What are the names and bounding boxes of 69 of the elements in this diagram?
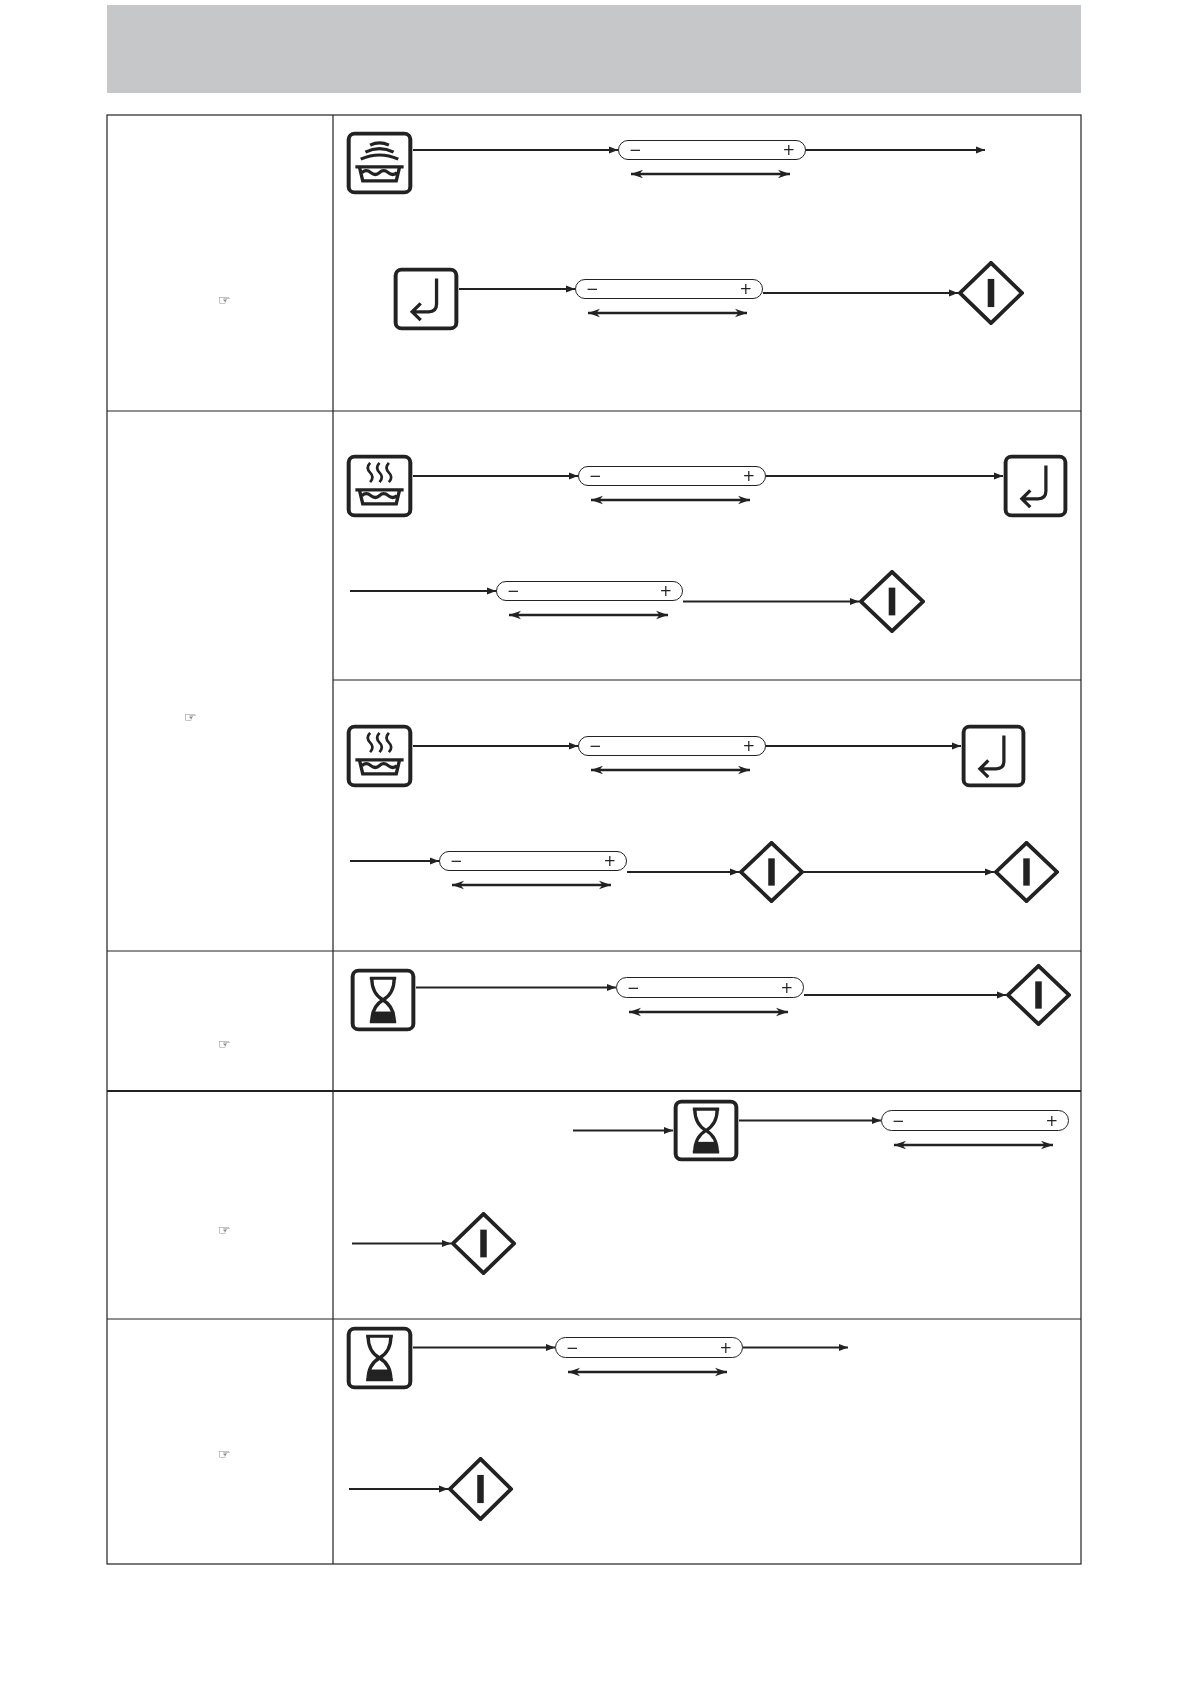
start-button-icon [739,841,804,903]
minus-sign: − [589,738,602,754]
start-button-icon [859,570,925,633]
minus-sign: − [450,853,463,869]
start-button-icon [994,841,1059,903]
minus-sign: − [627,980,640,995]
slider-bar [616,977,804,998]
minus-sign: − [507,583,520,599]
arrow [742,1343,849,1352]
arrow [415,983,617,992]
plus-sign: + [780,980,793,995]
plus-sign: + [603,853,616,869]
minus-sign: − [629,142,642,158]
arrow [412,472,579,480]
minus-sign: − [892,1113,905,1128]
minus-sign: − [566,1340,579,1355]
arrow [626,868,740,876]
start-button-icon [451,1212,516,1275]
dish-steam-icon [346,454,413,518]
slider-bar [575,279,763,299]
plus-sign: + [739,281,752,297]
minus-sign: − [589,468,602,484]
pointer-hand-symbol: ☞ [218,292,231,308]
arrow [412,1343,556,1352]
enter-key-icon [393,267,459,331]
arrow [349,857,440,865]
plus-sign: + [742,738,755,754]
arrow [572,1126,674,1135]
arrow [803,991,1007,999]
start-button-icon [1006,964,1071,1026]
plus-sign: + [719,1340,732,1355]
arrow [349,587,497,595]
slider-bar [618,140,806,160]
minus-sign: − [586,281,599,297]
enter-key-icon [1003,454,1068,518]
slider-bar [881,1110,1069,1131]
plus-sign: + [782,142,795,158]
pointer-hand-symbol: ☞ [218,1446,231,1462]
arrow [803,868,995,876]
arrow [412,146,619,154]
arrow [762,289,959,297]
arrow [765,742,962,750]
arrow [351,1239,452,1248]
pointer-hand-symbol: ☞ [218,1036,231,1052]
plus-sign: + [1045,1113,1058,1128]
arrow [412,742,579,750]
pointer-hand-symbol: ☞ [218,1222,231,1238]
hourglass-icon [350,968,416,1032]
plus-sign: + [742,468,755,484]
dish-steam-icon [346,724,413,788]
arrow [682,597,860,606]
slider-bar [578,736,766,756]
arrow [805,146,986,154]
start-button-icon [958,261,1024,325]
arrow [765,472,1004,480]
slider-bar [578,466,766,486]
arrow [348,1485,449,1493]
pointer-hand-symbol: ☞ [184,709,197,725]
start-button-icon [448,1457,513,1521]
slider-bar [439,851,627,871]
hourglass-icon [346,1326,413,1390]
slider-bar [555,1337,743,1358]
slider-bar [496,581,683,601]
plus-sign: + [659,583,672,599]
arrow [458,285,576,293]
arrow [738,1116,882,1125]
dish-waves-icon [346,131,413,195]
enter-key-icon [961,724,1026,788]
hourglass-icon [673,1099,739,1162]
